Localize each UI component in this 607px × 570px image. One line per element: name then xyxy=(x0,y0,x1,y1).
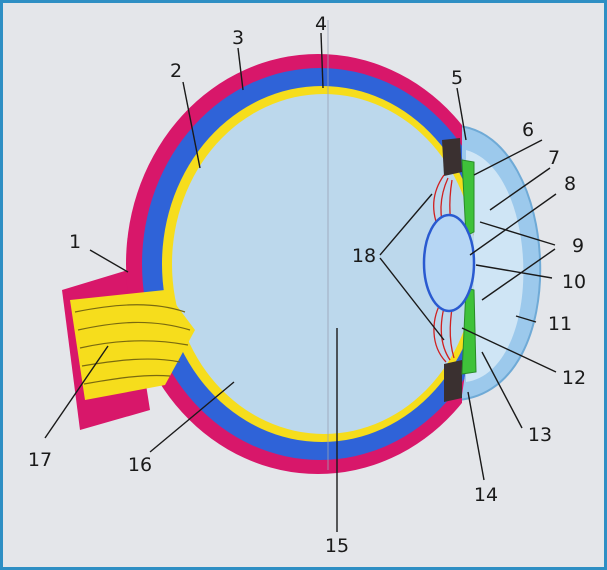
label-17: 17 xyxy=(28,449,52,471)
label-10: 10 xyxy=(562,271,586,293)
ciliary-body-lower xyxy=(444,360,462,402)
label-15: 15 xyxy=(325,535,349,557)
label-18: 18 xyxy=(352,245,376,267)
label-7: 7 xyxy=(548,147,560,169)
label-1: 1 xyxy=(69,231,81,253)
label-2: 2 xyxy=(170,60,182,82)
label-6: 6 xyxy=(522,119,534,141)
label-14: 14 xyxy=(474,484,498,506)
label-4: 4 xyxy=(315,13,327,35)
label-13: 13 xyxy=(528,424,552,446)
label-12: 12 xyxy=(562,367,586,389)
ciliary-body-upper xyxy=(442,138,462,176)
lens xyxy=(424,215,474,311)
label-3: 3 xyxy=(232,27,244,49)
label-5: 5 xyxy=(451,67,463,89)
label-11: 11 xyxy=(548,313,572,335)
label-9: 9 xyxy=(572,235,584,257)
label-16: 16 xyxy=(128,454,152,476)
label-8: 8 xyxy=(564,173,576,195)
